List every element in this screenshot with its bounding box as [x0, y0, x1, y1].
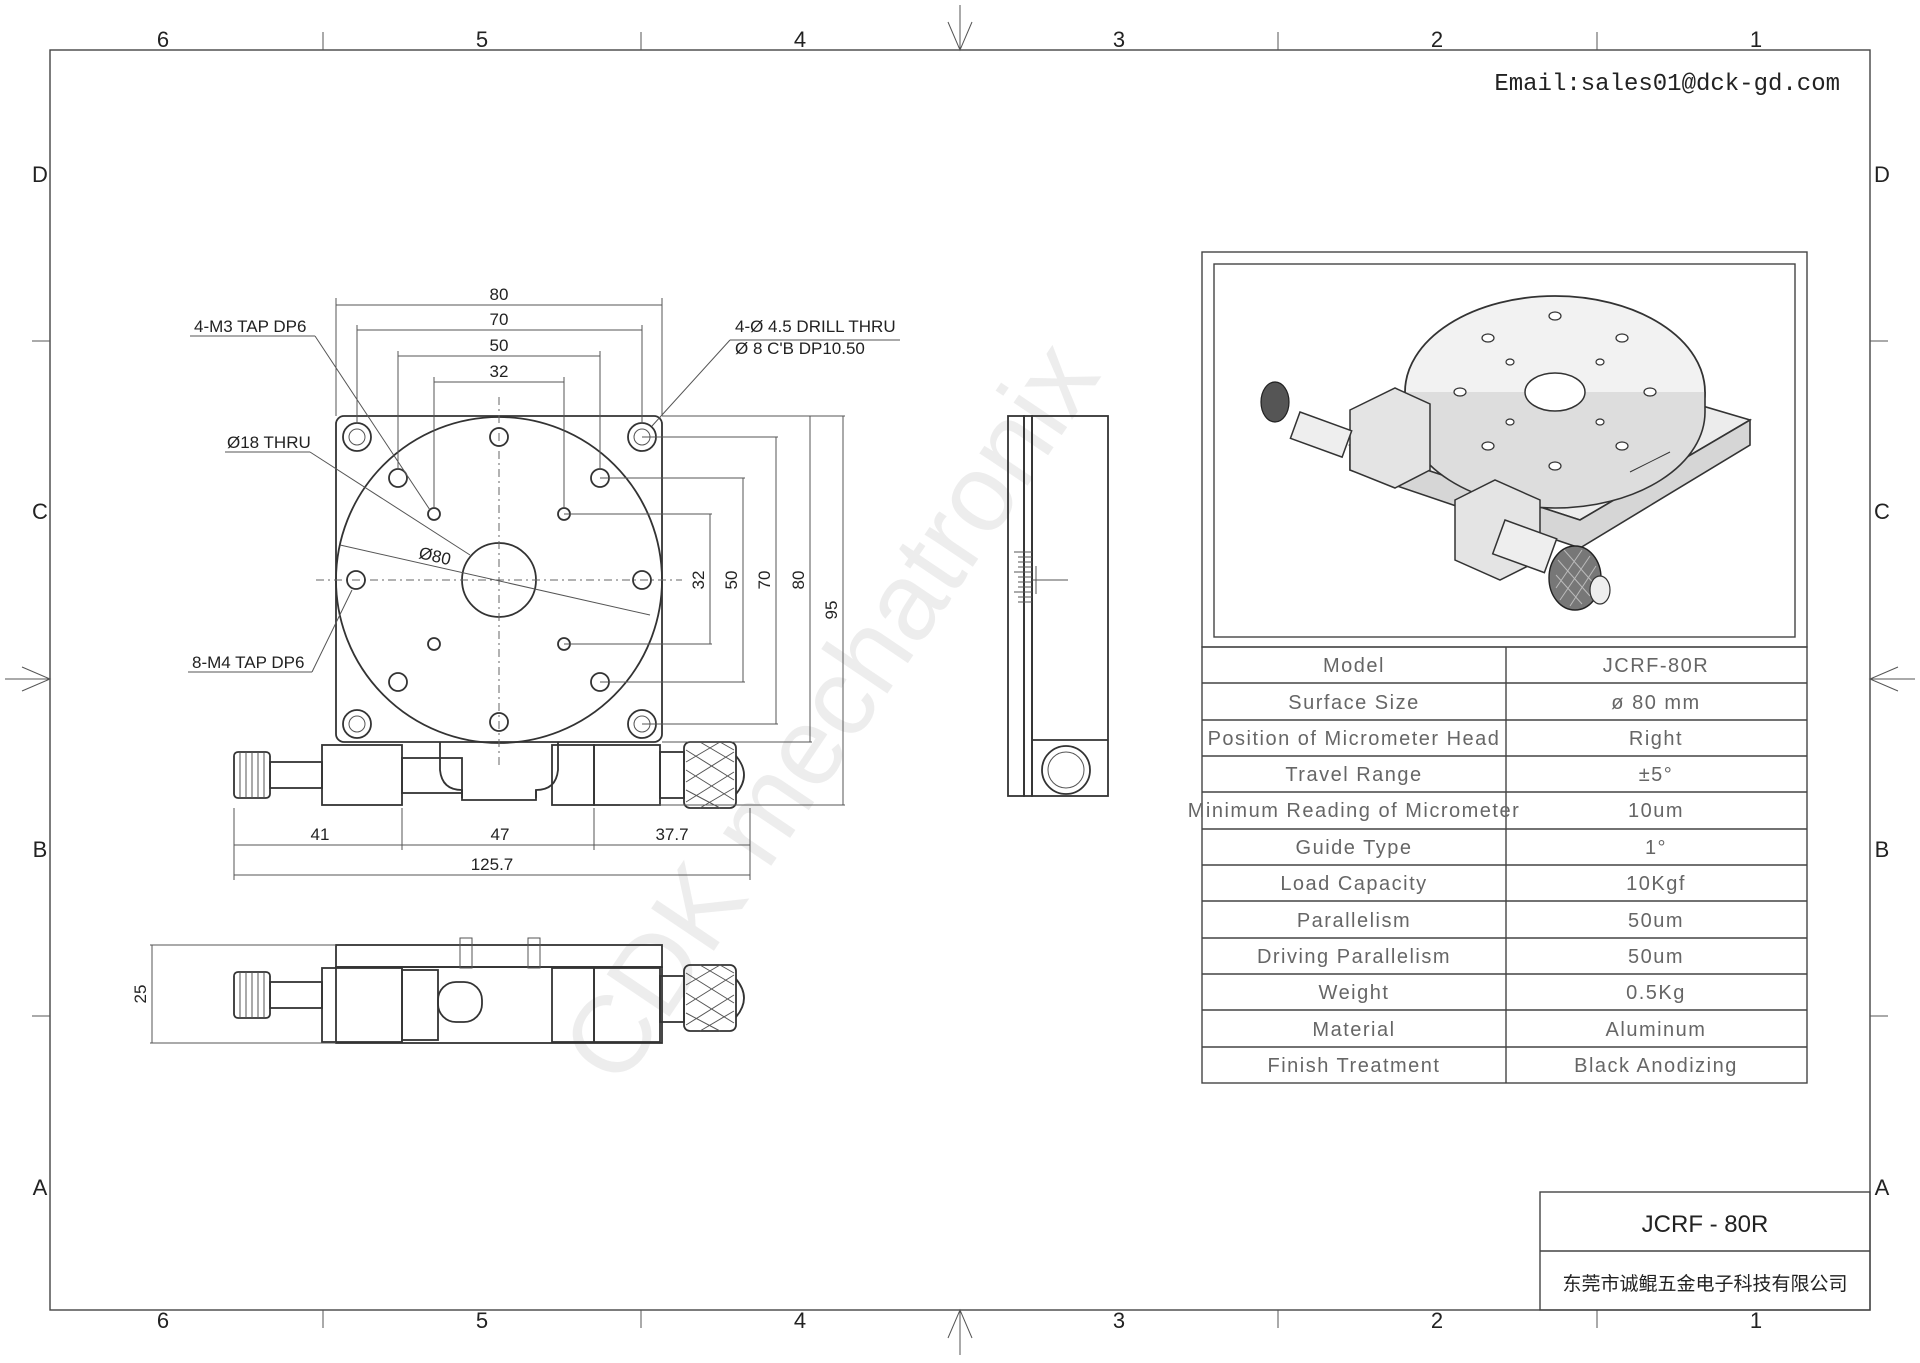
zone-col-5-bottom: 5	[476, 1308, 488, 1333]
dim-right-95: 95	[822, 601, 841, 620]
dim-top-70: 70	[490, 310, 509, 329]
callout-drill-thru: 4-Ø 4.5 DRILL THRU	[735, 317, 896, 336]
spec-value-weight: 0.5Kg	[1626, 982, 1686, 1004]
zone-col-2-bottom: 2	[1431, 1308, 1443, 1333]
zone-col-4-top: 4	[794, 27, 806, 52]
sheet-border	[5, 5, 1915, 1355]
spec-value-surface-size: ø 80 mm	[1611, 692, 1700, 714]
top-view-dimensions	[188, 298, 900, 880]
title-block	[1539, 1191, 1871, 1311]
dim-bottom-41: 41	[311, 825, 330, 844]
side-view	[1007, 415, 1109, 797]
watermark-text: CDK mechatronix	[538, 320, 1122, 1103]
dim-top-50: 50	[490, 336, 509, 355]
spec-value-finish-treatment: Black Anodizing	[1574, 1055, 1738, 1077]
spec-label-driving-parallelism: Driving Parallelism	[1257, 946, 1451, 968]
spec-value-guide-type: 1°	[1645, 837, 1667, 859]
callout-center-hole: Ø18 THRU	[227, 433, 311, 452]
spec-value-model: JCRF-80R	[1603, 655, 1709, 677]
spec-label-surface-size: Surface Size	[1288, 692, 1419, 714]
spec-value-parallelism: 50um	[1628, 910, 1684, 932]
spec-value-material: Aluminum	[1606, 1019, 1707, 1041]
zone-row-a-right: A	[1875, 1175, 1890, 1200]
zone-col-2-top: 2	[1431, 27, 1443, 52]
zone-col-5-top: 5	[476, 27, 488, 52]
spec-table	[1201, 646, 1808, 1084]
front-view	[150, 937, 745, 1044]
zone-col-1-top: 1	[1750, 27, 1762, 52]
zone-row-c-left: C	[32, 499, 48, 524]
callout-m4-tap: 8-M4 TAP DP6	[192, 653, 304, 672]
zone-row-b-left: B	[33, 837, 48, 862]
zone-row-a-left: A	[33, 1175, 48, 1200]
spec-label-weight: Weight	[1319, 982, 1390, 1004]
dim-right-50: 50	[722, 571, 741, 590]
iso-view	[1201, 251, 1808, 648]
callout-table-dia: Ø80	[417, 543, 453, 569]
spec-value-driving-parallelism: 50um	[1628, 946, 1684, 968]
title-block-company: 东莞市诚鲲五金电子科技有限公司	[1562, 1273, 1847, 1295]
zone-row-d-left: D	[32, 162, 48, 187]
dim-top-80: 80	[490, 285, 509, 304]
spec-label-guide-type: Guide Type	[1296, 837, 1413, 859]
spec-label-travel-range: Travel Range	[1285, 764, 1422, 786]
spec-label-material: Material	[1312, 1019, 1395, 1041]
zone-row-b-right: B	[1875, 837, 1890, 862]
spec-label-minimum-reading: Minimum Reading of Micrometer	[1188, 800, 1520, 822]
zone-row-c-right: C	[1874, 499, 1890, 524]
top-view	[233, 397, 745, 809]
zone-col-1-bottom: 1	[1750, 1308, 1762, 1333]
zone-col-6-top: 6	[157, 27, 169, 52]
dim-right-70: 70	[755, 571, 774, 590]
spec-label-model: Model	[1323, 655, 1385, 677]
dim-height-25: 25	[131, 985, 150, 1004]
spec-value-micrometer-position: Right	[1629, 728, 1683, 750]
dim-right-80: 80	[789, 571, 808, 590]
spec-label-load-capacity: Load Capacity	[1280, 873, 1427, 895]
dim-right-32: 32	[689, 571, 708, 590]
spec-label-finish-treatment: Finish Treatment	[1268, 1055, 1441, 1077]
spec-value-travel-range: ±5°	[1639, 764, 1674, 786]
spec-label-micrometer-position: Position of Micrometer Head	[1208, 728, 1501, 750]
callout-counterbore: Ø 8 C'B DP10.50	[735, 339, 865, 358]
title-block-model: JCRF - 80R	[1642, 1211, 1769, 1238]
zone-col-6-bottom: 6	[157, 1308, 169, 1333]
zone-col-4-bottom: 4	[794, 1308, 806, 1333]
zone-row-d-right: D	[1874, 162, 1890, 187]
spec-value-load-capacity: 10Kgf	[1626, 873, 1686, 895]
dim-bottom-47: 47	[491, 825, 510, 844]
header-email: Email:sales01@dck-gd.com	[1494, 71, 1840, 98]
dim-bottom-125-7: 125.7	[471, 855, 514, 874]
dim-top-32: 32	[490, 362, 509, 381]
callout-m3-tap: 4-M3 TAP DP6	[194, 317, 306, 336]
spec-value-minimum-reading: 10um	[1628, 800, 1684, 822]
zone-col-3-bottom: 3	[1113, 1308, 1125, 1333]
zone-col-3-top: 3	[1113, 27, 1125, 52]
dim-bottom-37-7: 37.7	[655, 825, 688, 844]
spec-label-parallelism: Parallelism	[1297, 910, 1411, 932]
